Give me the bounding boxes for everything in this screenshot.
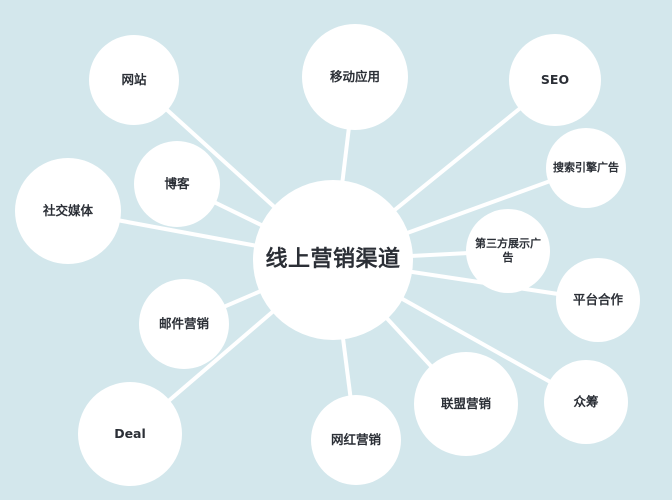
node-label: Deal: [114, 425, 146, 441]
node-label: 网红营销: [330, 431, 381, 447]
node-influencer-marketing: 网红营销: [311, 395, 401, 485]
center-node-label: 线上营销渠道: [265, 246, 401, 272]
node-search-ads: 搜索引擎广告: [546, 128, 626, 208]
node-social-media: 社交媒体: [15, 158, 121, 264]
node-label: 第三方展示广告: [475, 236, 541, 264]
node-label: 邮件营销: [158, 315, 209, 331]
node-seo: SEO: [509, 34, 601, 126]
node-label: 社交媒体: [42, 202, 93, 218]
node-label: 众筹: [573, 393, 599, 409]
node-label: 网站: [121, 71, 147, 87]
node-label: 博客: [164, 175, 190, 191]
node-label: 搜索引擎广告: [553, 160, 619, 174]
node-affiliate-marketing: 联盟营销: [414, 352, 518, 456]
center-node: 线上营销渠道: [253, 180, 413, 340]
node-label: 联盟营销: [440, 395, 491, 411]
node-mobile-app: 移动应用: [302, 24, 408, 130]
node-crowdfunding: 众筹: [544, 360, 628, 444]
node-display-ads: 第三方展示广告: [466, 209, 550, 293]
node-email-marketing: 邮件营销: [139, 279, 229, 369]
node-label: 平台合作: [572, 291, 623, 307]
node-blog: 博客: [134, 141, 220, 227]
node-website: 网站: [89, 35, 179, 125]
node-deal: Deal: [78, 382, 182, 486]
node-label: 移动应用: [329, 68, 380, 84]
node-label: SEO: [540, 71, 570, 87]
node-platform-partnership: 平台合作: [556, 258, 640, 342]
